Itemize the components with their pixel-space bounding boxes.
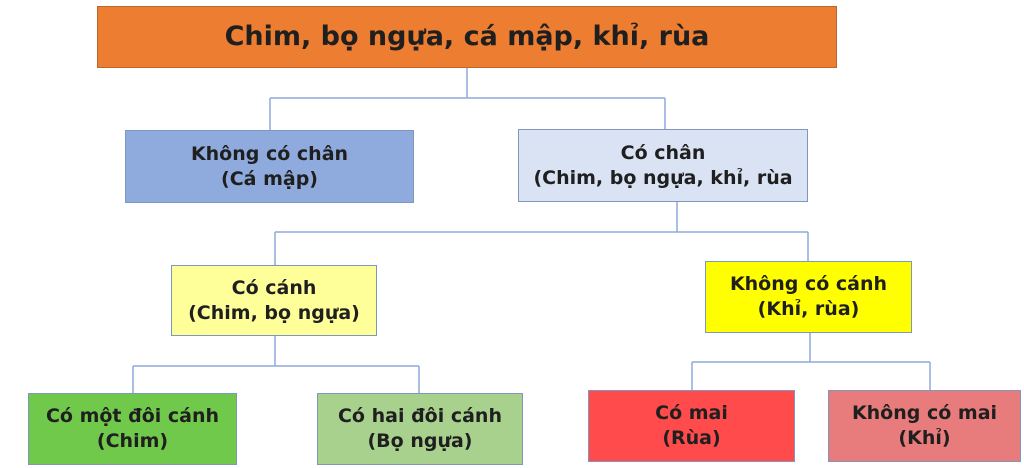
node-co-hai-doi-canh: Có hai đôi cánh (Bọ ngựa) — [317, 393, 523, 465]
connector-co-chan — [274, 202, 809, 265]
node-co-mot-doi-canh-title: Có một đôi cánh — [45, 405, 220, 428]
node-khong-co-canh: Không có cánh (Khỉ, rùa) — [705, 261, 912, 333]
node-khong-co-mai: Không có mai (Khỉ) — [828, 390, 1021, 462]
node-co-chan-title: Có chân — [620, 141, 706, 164]
root-node: Chim, bọ ngựa, cá mập, khỉ, rùa — [97, 6, 837, 68]
node-co-mai-members: (Rùa) — [662, 427, 721, 449]
node-khong-co-mai-members: (Khỉ) — [898, 427, 951, 449]
node-khong-co-canh-title: Không có cánh — [729, 273, 888, 296]
node-co-mot-doi-canh-members: (Chim) — [96, 430, 169, 452]
node-khong-co-chan-title: Không có chân — [190, 142, 349, 165]
node-co-canh-title: Có cánh — [231, 276, 317, 299]
node-co-mot-doi-canh: Có một đôi cánh (Chim) — [28, 393, 237, 465]
node-khong-co-chan-members: (Cá mập) — [221, 167, 318, 190]
root-label: Chim, bọ ngựa, cá mập, khỉ, rùa — [224, 21, 710, 53]
connector-root — [269, 68, 666, 130]
node-co-chan-members: (Chim, bọ ngựa, khỉ, rùa — [533, 166, 793, 189]
node-co-mai: Có mai (Rùa) — [588, 390, 795, 462]
node-co-canh-members: (Chim, bọ ngựa) — [188, 301, 360, 324]
node-co-hai-doi-canh-members: (Bọ ngựa) — [367, 430, 473, 452]
node-co-canh: Có cánh (Chim, bọ ngựa) — [171, 265, 377, 336]
connector-co-canh — [132, 336, 420, 393]
connector-khong-co-canh — [691, 333, 931, 390]
node-co-mai-title: Có mai — [655, 402, 728, 425]
node-khong-co-mai-title: Không có mai — [851, 402, 998, 425]
node-khong-co-canh-members: (Khỉ, rùa) — [757, 298, 860, 320]
node-co-chan: Có chân (Chim, bọ ngựa, khỉ, rùa — [518, 129, 808, 202]
node-co-hai-doi-canh-title: Có hai đôi cánh — [337, 405, 502, 428]
node-khong-co-chan: Không có chân (Cá mập) — [125, 130, 414, 203]
